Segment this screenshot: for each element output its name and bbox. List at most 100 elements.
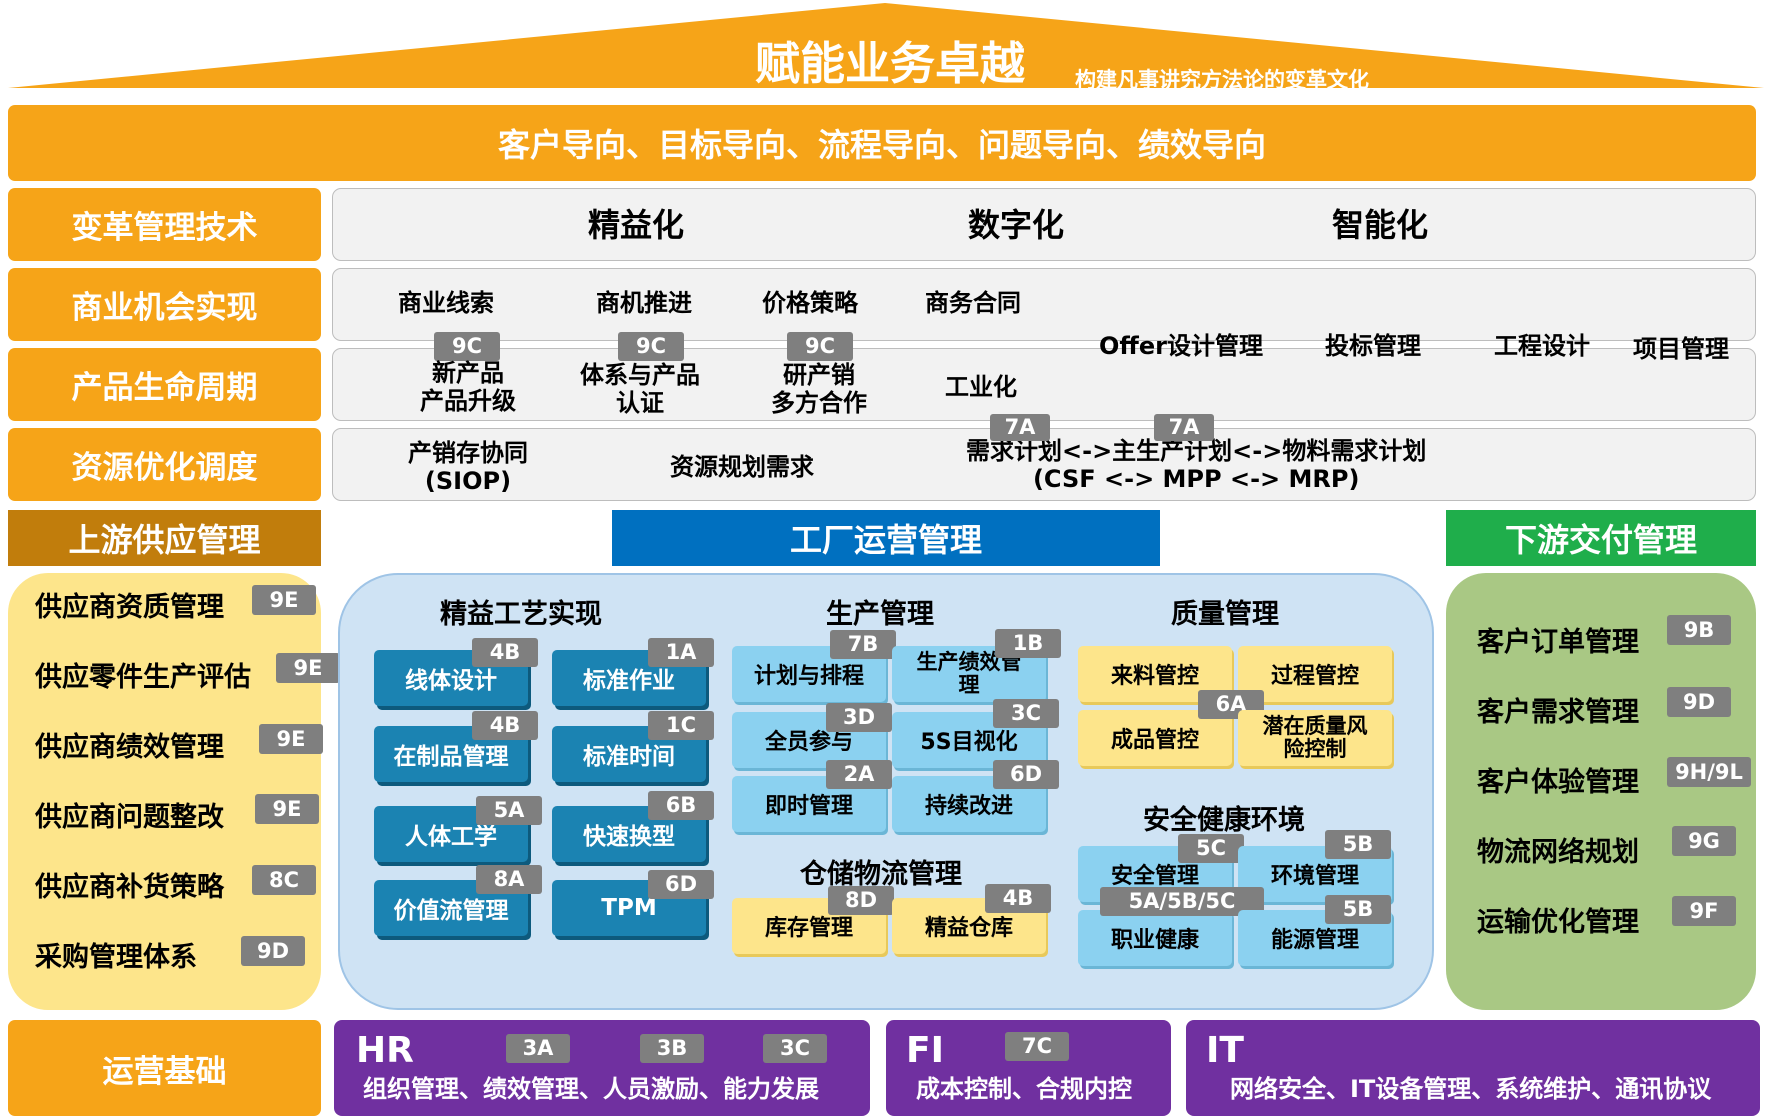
tag-badge: 3D (826, 703, 892, 732)
tag-badge: 3C (763, 1034, 827, 1063)
downstream-item: 物流网络规划 (1477, 837, 1639, 868)
business-item: 商务合同 (925, 289, 1021, 317)
tag-badge: 9G (1672, 826, 1736, 856)
downstream-item: 客户订单管理 (1477, 627, 1639, 658)
tag-badge: 9B (1667, 615, 1731, 645)
tag-badge: 1A (648, 638, 714, 667)
tag-badge: 2A (826, 760, 892, 789)
resource-item: 产销存协同 (SIOP) (408, 439, 528, 495)
tag-badge: 9F (1672, 896, 1736, 926)
tag-badge: 9D (1667, 687, 1731, 717)
row-label-business: 商业机会实现 (8, 268, 321, 341)
hr-title: HR (356, 1030, 414, 1071)
tag-badge: 4B (985, 884, 1051, 913)
tag-badge: 6A (1198, 690, 1264, 719)
ehs-title: 安全健康环境 (1143, 805, 1305, 836)
upstream-header: 上游供应管理 (8, 510, 321, 566)
upstream-item: 供应商问题整改 (35, 802, 224, 833)
tag-badge: 5A/5B/5C (1100, 887, 1264, 916)
banner: 客户导向、目标导向、流程导向、问题导向、绩效导向 (8, 105, 1756, 181)
hr-text: 组织管理、绩效管理、人员激励、能力发展 (363, 1075, 819, 1103)
downstream-panel (1446, 573, 1756, 1010)
it-text: 网络安全、IT设备管理、系统维护、通讯协议 (1230, 1075, 1712, 1103)
tag-badge: 8C (252, 865, 316, 895)
lean-item: 标准时间 (552, 726, 706, 782)
tag-badge: 6B (648, 791, 714, 820)
row-label-change-mgmt: 变革管理技术 (8, 188, 321, 261)
business-item: 投标管理 (1325, 332, 1421, 360)
tag-badge: 1B (995, 629, 1061, 658)
tag-badge: 9C (434, 332, 500, 361)
tag-badge: 3C (993, 699, 1059, 728)
panel-change-mgmt (332, 188, 1756, 261)
downstream-item: 客户体验管理 (1477, 767, 1639, 798)
tag-badge: 1C (648, 711, 714, 740)
product-item: 研产销 多方合作 (771, 361, 867, 417)
it-panel (1186, 1020, 1760, 1116)
resource-item: 资源规划需求 (670, 453, 814, 481)
business-item: 商机推进 (596, 289, 692, 317)
downstream-header: 下游交付管理 (1446, 510, 1756, 566)
change-item-intelligent: 智能化 (1332, 206, 1429, 244)
upstream-item: 供应商绩效管理 (35, 732, 224, 763)
upstream-item: 供应零件生产评估 (35, 662, 251, 693)
tag-badge: 6D (993, 760, 1059, 789)
roof-shape (8, 3, 1764, 88)
tag-badge: 9E (252, 585, 316, 615)
tag-badge: 6D (648, 870, 714, 899)
product-item: 工业化 (945, 373, 1017, 401)
business-item: 工程设计 (1494, 332, 1590, 360)
quality-title: 质量管理 (1171, 599, 1279, 630)
tag-badge: 8D (828, 886, 894, 915)
production-item: 持续改进 (892, 776, 1046, 832)
upstream-item: 采购管理体系 (35, 942, 197, 973)
product-item: 新产品 产品升级 (420, 359, 516, 415)
business-item: 商业线索 (398, 289, 494, 317)
panel-product (332, 348, 1756, 421)
tag-badge: 7A (990, 414, 1050, 441)
foundation-label: 运营基础 (8, 1020, 321, 1116)
product-item: 体系与产品 认证 (580, 361, 700, 417)
business-item: Offer设计管理 (1099, 332, 1263, 360)
tag-badge: 9E (255, 794, 319, 824)
it-title: IT (1206, 1030, 1244, 1071)
panel-business (332, 268, 1756, 341)
tag-badge: 3B (640, 1034, 704, 1063)
tag-badge: 4B (472, 711, 538, 740)
downstream-item: 客户需求管理 (1477, 697, 1639, 728)
roof-subtitle: 构建凡事讲究方法论的变革文化 (1075, 68, 1369, 92)
tag-badge: 5B (1325, 830, 1391, 859)
fi-text: 成本控制、合规内控 (916, 1075, 1132, 1103)
tag-badge: 9E (259, 724, 323, 754)
change-item-digital: 数字化 (968, 206, 1065, 244)
factory-header: 工厂运营管理 (612, 510, 1160, 566)
tag-badge: 3A (506, 1034, 570, 1063)
tag-badge: 5B (1325, 895, 1391, 924)
warehouse-title: 仓储物流管理 (800, 859, 962, 890)
quality-item: 成品管控 (1078, 710, 1232, 766)
lean-title: 精益工艺实现 (440, 599, 602, 630)
tag-badge: 9E (276, 653, 340, 683)
upstream-item: 供应商补货策略 (35, 872, 224, 903)
tag-badge: 9D (241, 936, 305, 966)
resource-item: 需求计划<->主生产计划<->物料需求计划 (CSF <-> MPP <-> M… (966, 437, 1427, 493)
tag-badge: 9C (618, 332, 684, 361)
tag-badge: 7B (830, 630, 896, 659)
row-label-resource: 资源优化调度 (8, 428, 321, 501)
tag-badge: 5A (476, 796, 542, 825)
tag-badge: 4B (472, 638, 538, 667)
row-label-product: 产品生命周期 (8, 348, 321, 421)
tag-badge: 7C (1005, 1032, 1069, 1061)
tag-badge: 7A (1154, 414, 1214, 441)
upstream-item: 供应商资质管理 (35, 592, 224, 623)
business-item: 价格策略 (762, 289, 858, 317)
business-item: 项目管理 (1633, 335, 1729, 363)
quality-item: 潜在质量风 险控制 (1238, 710, 1392, 766)
ehs-item: 职业健康 (1078, 910, 1232, 966)
tag-badge: 9H/9L (1667, 757, 1751, 787)
change-item-lean: 精益化 (588, 206, 685, 244)
production-title: 生产管理 (826, 599, 934, 630)
downstream-item: 运输优化管理 (1477, 907, 1639, 938)
roof-title: 赋能业务卓越 (755, 37, 1026, 90)
fi-title: FI (906, 1030, 944, 1071)
